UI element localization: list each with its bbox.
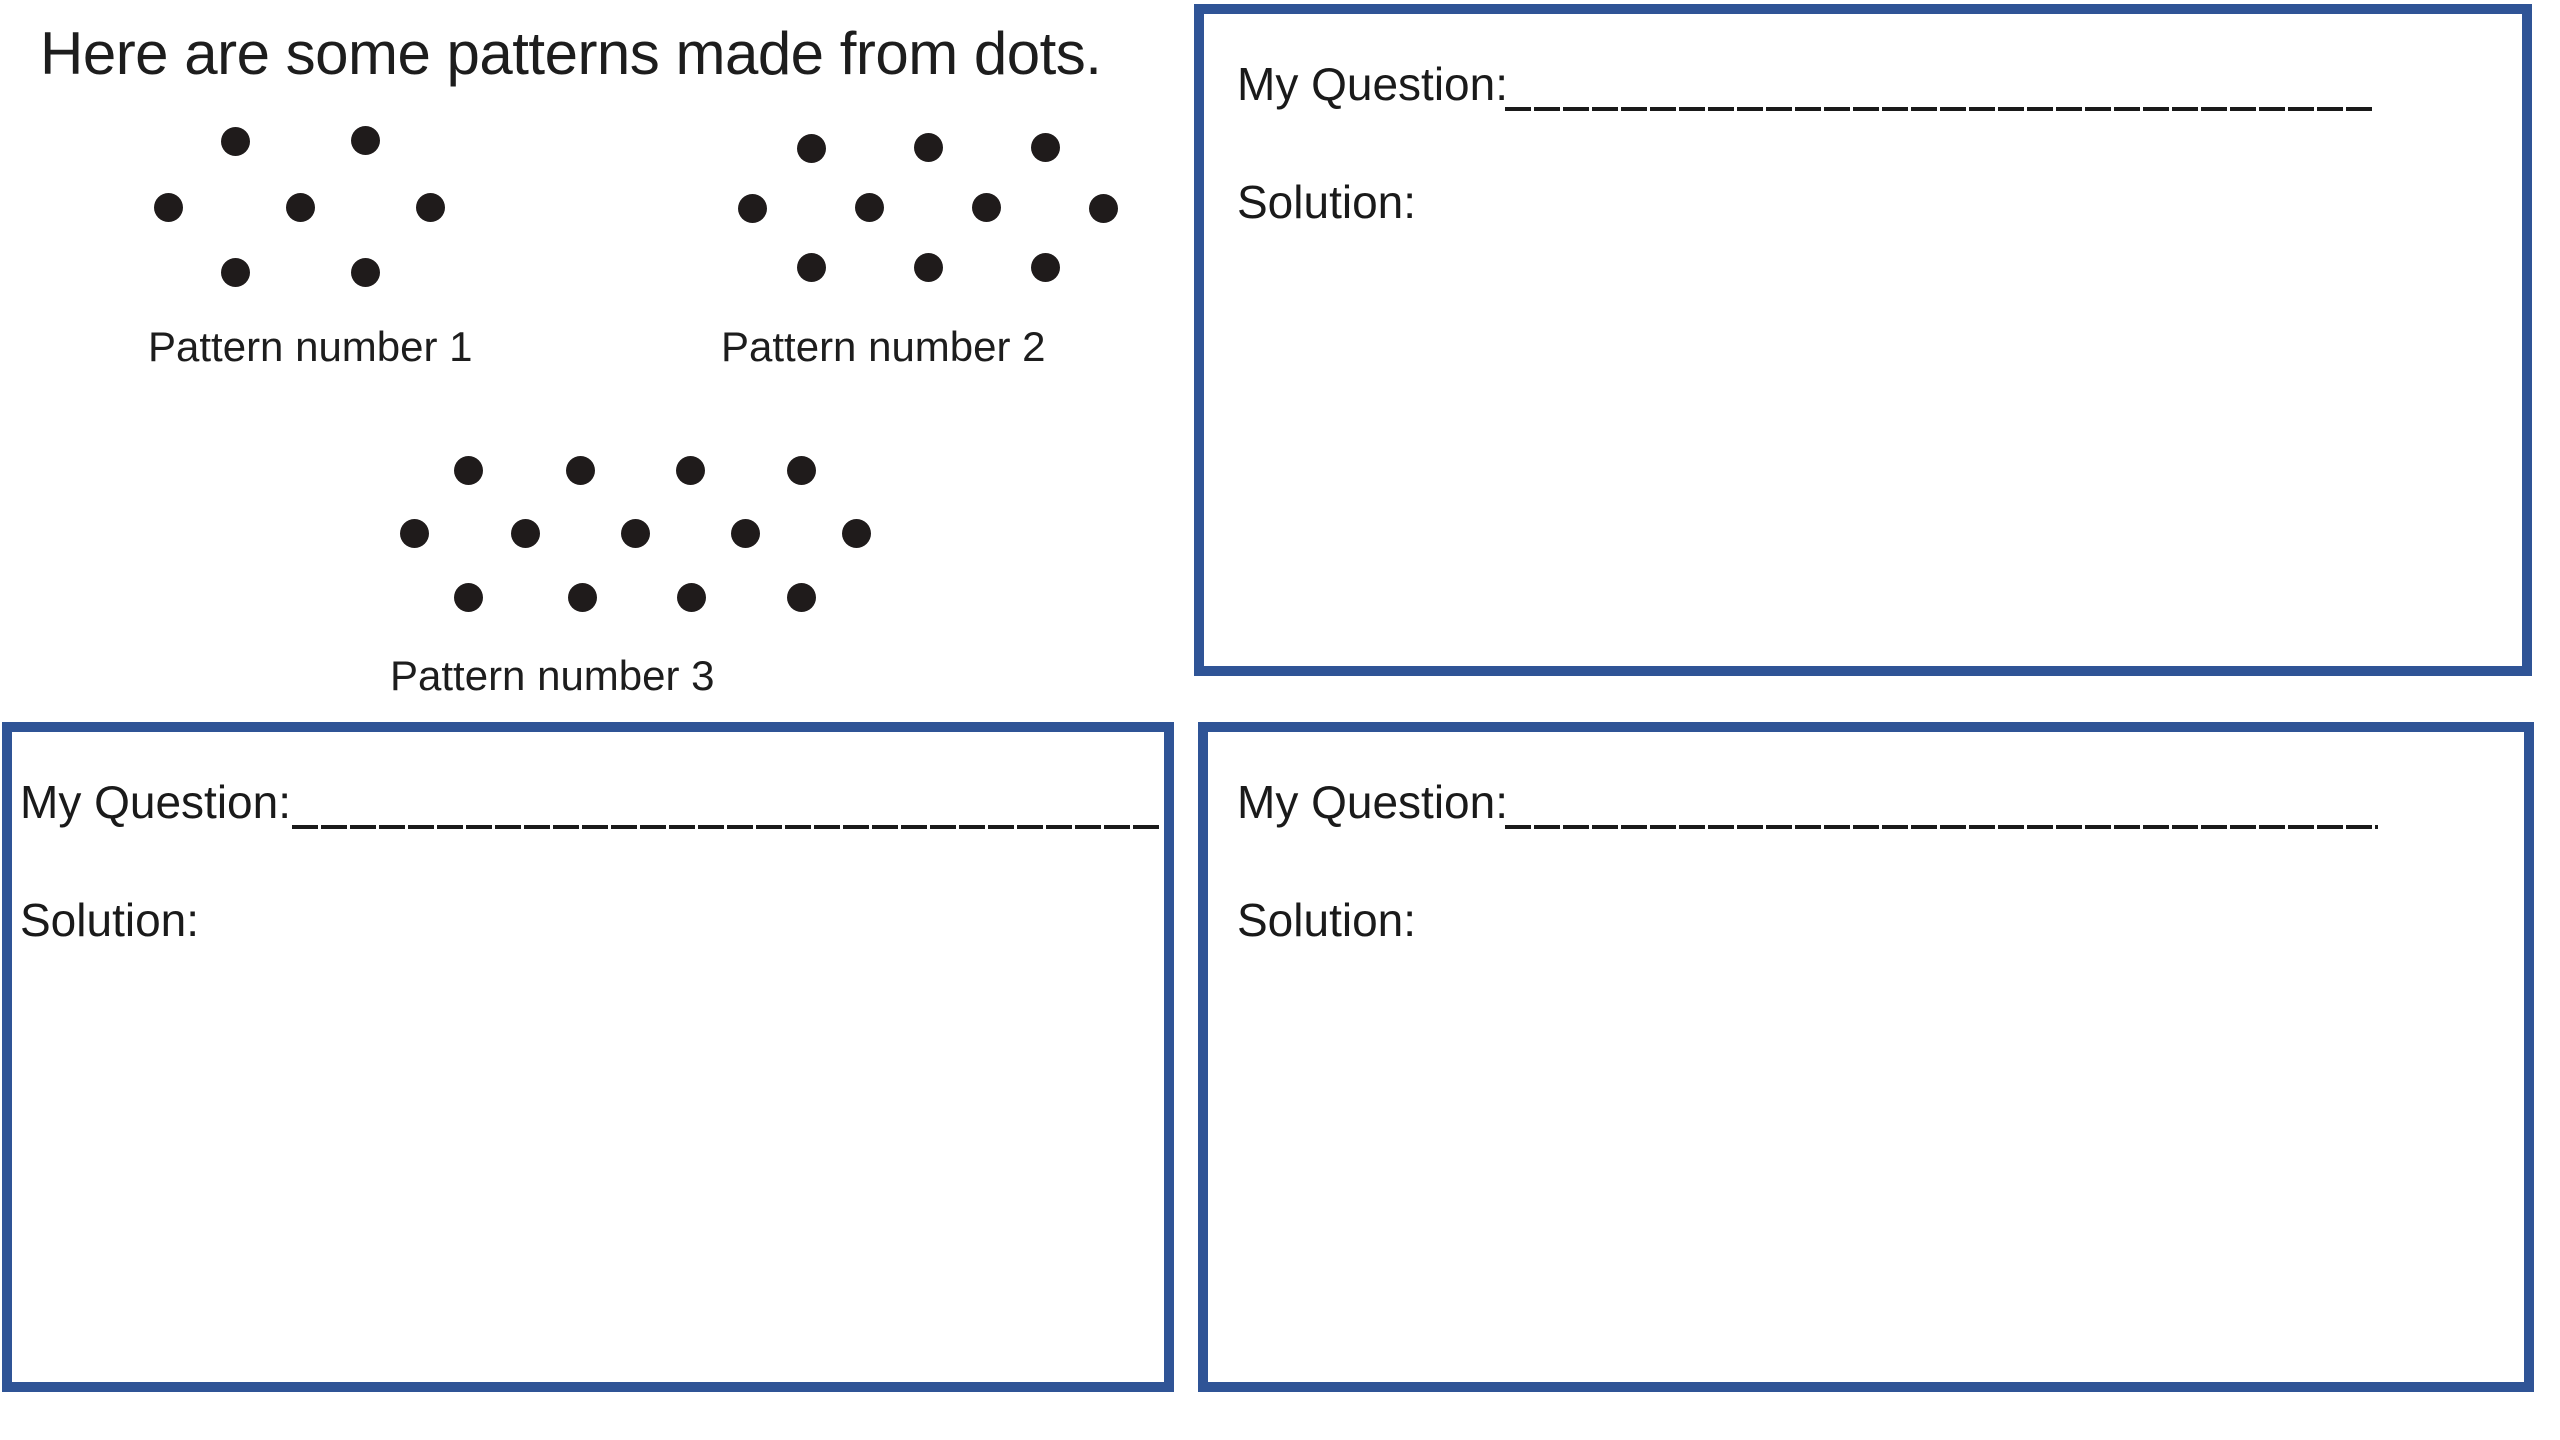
- question-box-bottom-right: My Question: Solution:: [1198, 722, 2534, 1392]
- pattern-1-dot: [415, 192, 445, 222]
- pattern-1-dot: [285, 192, 315, 222]
- question-blank-line: [1505, 107, 2373, 111]
- pattern-2-dot: [796, 133, 826, 163]
- pattern-3-label: Pattern number 3: [390, 652, 715, 699]
- pattern-2-dot: [1088, 193, 1118, 223]
- question-box-top-right: My Question: Solution:: [1194, 4, 2532, 676]
- pattern-1-dot: [153, 192, 183, 222]
- solution-label: Solution:: [20, 894, 200, 946]
- pattern-3-dot: [399, 518, 429, 548]
- pattern-1-dot: [220, 126, 250, 156]
- pattern-3-dot: [675, 455, 705, 485]
- pattern-3-dot: [841, 518, 871, 548]
- pattern-3-dot: [565, 455, 595, 485]
- question-blank-line: [292, 825, 1160, 829]
- pattern-2-dot: [854, 192, 884, 222]
- intro-text: Here are some patterns made from dots.: [40, 20, 1102, 87]
- pattern-2-dot: [1030, 132, 1060, 162]
- pattern-2-dot: [971, 192, 1001, 222]
- my-question-label: My Question:: [1237, 58, 1508, 110]
- pattern-3-dot: [567, 582, 597, 612]
- my-question-label: My Question:: [1237, 776, 1508, 828]
- pattern-2-dot: [737, 193, 767, 223]
- question-box-bottom-left: My Question: Solution:: [2, 722, 1174, 1392]
- pattern-2-dot: [1030, 252, 1060, 282]
- solution-label: Solution:: [1237, 894, 1417, 946]
- pattern-3-dot: [730, 518, 760, 548]
- pattern-2-dot: [796, 252, 826, 282]
- pattern-3-dot: [786, 582, 816, 612]
- pattern-2-label: Pattern number 2: [721, 323, 1046, 370]
- pattern-3-dot: [453, 455, 483, 485]
- pattern-3-dot: [676, 582, 706, 612]
- question-blank-line: [1505, 825, 2378, 829]
- pattern-1-dot: [350, 125, 380, 155]
- pattern-3-dot: [786, 455, 816, 485]
- pattern-2-dot: [913, 252, 943, 282]
- pattern-1-dot: [220, 257, 250, 287]
- pattern-3-dot: [620, 518, 650, 548]
- pattern-2-dot: [913, 132, 943, 162]
- pattern-1-label: Pattern number 1: [148, 323, 473, 370]
- my-question-label: My Question:: [20, 776, 291, 828]
- solution-label: Solution:: [1237, 176, 1417, 228]
- pattern-3-dot: [510, 518, 540, 548]
- pattern-3-dot: [453, 582, 483, 612]
- pattern-1-dot: [350, 257, 380, 287]
